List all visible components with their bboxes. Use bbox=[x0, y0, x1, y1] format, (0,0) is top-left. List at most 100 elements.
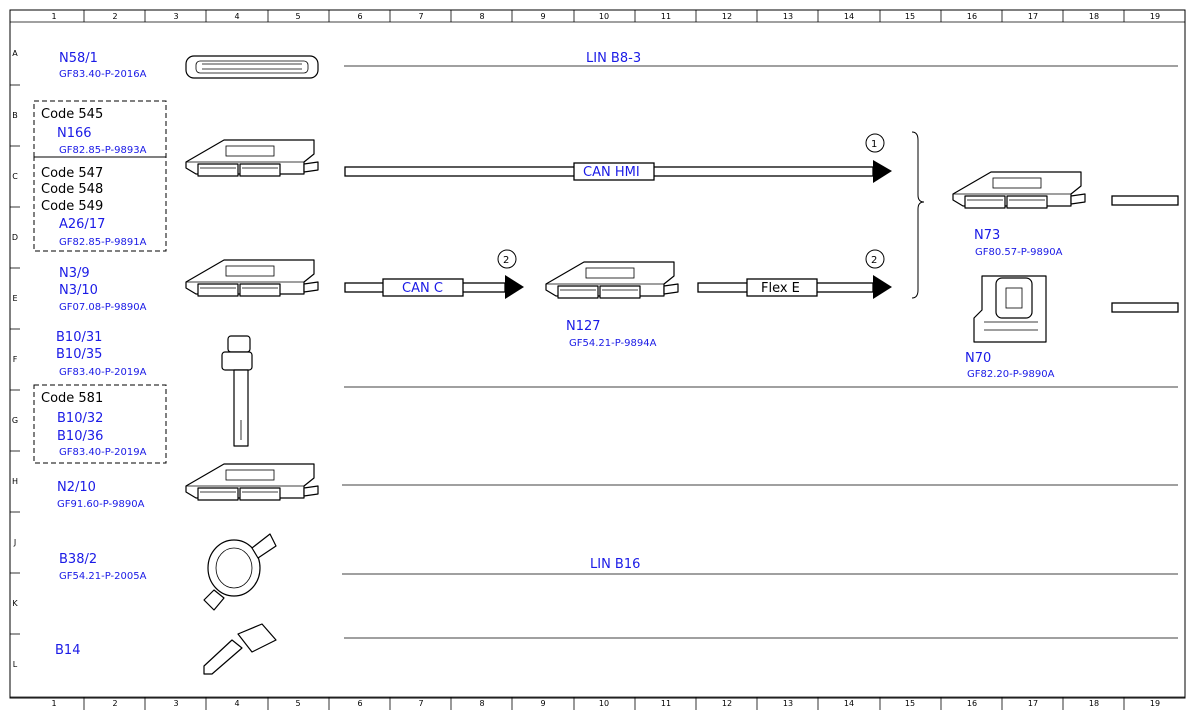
component-n73: N73 bbox=[974, 228, 1000, 243]
bus-label-flex-e: Flex E bbox=[761, 281, 800, 296]
b38-2-rain-sensor bbox=[203, 533, 277, 611]
ref-n127: GF54.21-P-9894A bbox=[569, 338, 657, 349]
row-label: A bbox=[12, 49, 18, 58]
component-b10-36: B10/36 bbox=[57, 429, 103, 444]
col-label: 13 bbox=[783, 12, 793, 21]
code-547-549-box bbox=[33, 156, 167, 252]
col-label-bottom: 18 bbox=[1089, 699, 1099, 708]
col-label-bottom: 3 bbox=[173, 699, 178, 708]
row-ruler bbox=[10, 84, 20, 635]
row-letters: A B C D E F G H J K L bbox=[12, 49, 18, 669]
code-547: Code 547 bbox=[41, 166, 103, 181]
ref-b10-31: GF83.40-P-2019A bbox=[59, 367, 147, 378]
bus-label-can-hmi: CAN HMI bbox=[583, 165, 640, 180]
component-n127: N127 bbox=[566, 319, 601, 334]
col-label: 9 bbox=[540, 12, 545, 21]
col-label: 17 bbox=[1028, 12, 1038, 21]
marker-2-left-text: 2 bbox=[503, 255, 509, 266]
marker-1 bbox=[865, 133, 885, 153]
row-label: D bbox=[12, 233, 18, 242]
col-label: 5 bbox=[295, 12, 300, 21]
right-stub-bottom bbox=[1111, 302, 1179, 313]
code-548: Code 548 bbox=[41, 182, 103, 197]
col-label-bottom: 5 bbox=[295, 699, 300, 708]
row-label: E bbox=[12, 294, 17, 303]
ref-n2-10: GF91.60-P-9890A bbox=[57, 499, 145, 510]
ref-n70: GF82.20-P-9890A bbox=[967, 369, 1055, 380]
n3-ecu bbox=[185, 259, 319, 297]
ref-n166: GF82.85-P-9893A bbox=[59, 145, 147, 156]
component-n3-9: N3/9 bbox=[59, 266, 90, 281]
row-label: K bbox=[12, 599, 18, 608]
col-label-bottom: 6 bbox=[357, 699, 362, 708]
row-label: L bbox=[13, 660, 18, 669]
component-b38-2: B38/2 bbox=[59, 552, 97, 567]
col-label-bottom: 2 bbox=[112, 699, 117, 708]
code-545: Code 545 bbox=[41, 107, 103, 122]
n127-ecu bbox=[545, 261, 679, 299]
col-label: 12 bbox=[722, 12, 732, 21]
col-label-bottom: 13 bbox=[783, 699, 793, 708]
marker-2-left bbox=[497, 249, 517, 269]
col-label-bottom: 14 bbox=[844, 699, 854, 708]
code-581: Code 581 bbox=[41, 391, 103, 406]
row-label: B bbox=[12, 111, 18, 120]
group-brace bbox=[911, 131, 925, 299]
can-hmi-arrow bbox=[873, 160, 892, 183]
bus-label-lin-b16: LIN B16 bbox=[590, 557, 640, 572]
col-label-bottom: 12 bbox=[722, 699, 732, 708]
component-b10-35: B10/35 bbox=[56, 347, 102, 362]
col-label: 19 bbox=[1150, 12, 1160, 21]
ref-n58-1: GF83.40-P-2016A bbox=[59, 69, 147, 80]
component-n2-10: N2/10 bbox=[57, 480, 96, 495]
column-ruler-bottom bbox=[83, 697, 1125, 710]
col-label-bottom: 11 bbox=[661, 699, 671, 708]
n166-ecu bbox=[185, 139, 319, 177]
column-ruler-top bbox=[83, 10, 1125, 22]
col-label: 2 bbox=[112, 12, 117, 21]
col-label-bottom: 4 bbox=[234, 699, 239, 708]
col-label-bottom: 19 bbox=[1150, 699, 1160, 708]
bus-label-lin-b8-3: LIN B8-3 bbox=[586, 51, 641, 66]
col-label-bottom: 10 bbox=[599, 699, 609, 708]
n2-10-ecu bbox=[185, 463, 319, 501]
row-label: H bbox=[12, 477, 18, 486]
component-b10-31: B10/31 bbox=[56, 330, 102, 345]
col-label-bottom: 16 bbox=[967, 699, 977, 708]
row-label: G bbox=[12, 416, 18, 425]
n58-1-switch-panel bbox=[185, 55, 319, 79]
row-label: C bbox=[12, 172, 18, 181]
col-label: 18 bbox=[1089, 12, 1099, 21]
col-label: 7 bbox=[418, 12, 423, 21]
b14-temperature-sensor bbox=[203, 623, 277, 675]
col-label: 11 bbox=[661, 12, 671, 21]
column-numbers: 1 2 3 4 5 6 7 8 9 10 11 12 13 14 15 16 1… bbox=[51, 12, 1160, 708]
component-b14: B14 bbox=[55, 643, 80, 658]
row-label: J bbox=[13, 538, 16, 547]
col-label-bottom: 1 bbox=[51, 699, 56, 708]
code-545-box bbox=[33, 100, 167, 158]
component-n3-10: N3/10 bbox=[59, 283, 98, 298]
code-581-box bbox=[33, 384, 167, 464]
col-label: 8 bbox=[479, 12, 484, 21]
component-b10-32: B10/32 bbox=[57, 411, 103, 426]
n73-ecu bbox=[952, 171, 1086, 209]
can-c-arrow bbox=[505, 275, 524, 299]
code-549: Code 549 bbox=[41, 199, 103, 214]
marker-2-right bbox=[865, 249, 885, 269]
col-label: 1 bbox=[51, 12, 56, 21]
col-label-bottom: 7 bbox=[418, 699, 423, 708]
col-label-bottom: 17 bbox=[1028, 699, 1038, 708]
marker-1-text: 1 bbox=[871, 139, 877, 150]
ref-a26-17: GF82.85-P-9891A bbox=[59, 237, 147, 248]
col-label: 16 bbox=[967, 12, 977, 21]
right-stub-top bbox=[1111, 195, 1179, 206]
col-label-bottom: 8 bbox=[479, 699, 484, 708]
bus-label-can-c: CAN C bbox=[402, 281, 443, 296]
col-label: 15 bbox=[905, 12, 915, 21]
diagram-frame bbox=[9, 9, 1186, 699]
flex-e-arrow bbox=[873, 275, 892, 299]
ref-n3: GF07.08-P-9890A bbox=[59, 302, 147, 313]
n70-overhead-module bbox=[973, 275, 1047, 343]
